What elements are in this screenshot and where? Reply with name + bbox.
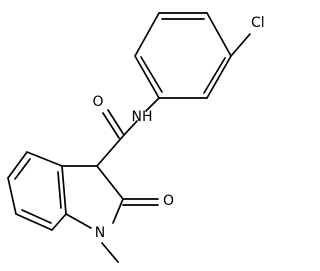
bond <box>206 55 232 99</box>
double-bond-inner <box>57 171 62 209</box>
double-bond-inner <box>203 57 226 94</box>
benzo-ring <box>7 151 67 231</box>
double-bond-inner <box>21 209 52 224</box>
atom-label-ring-n: N <box>95 225 105 241</box>
bond <box>96 165 124 200</box>
bond <box>15 213 53 231</box>
bond-c-cl <box>230 33 251 57</box>
bond-amide-co-double <box>102 112 120 139</box>
double-bond-inner <box>140 56 163 93</box>
bond <box>112 198 124 224</box>
bond <box>134 55 160 99</box>
lactam-ring <box>61 165 124 229</box>
bond-nh-carbonyl <box>123 120 138 136</box>
atom-label-nh: NH <box>132 109 153 125</box>
bond-ring-nh <box>145 97 160 112</box>
atom-label-cl: Cl <box>251 15 265 31</box>
double-bond-inner <box>14 158 31 180</box>
bond <box>7 177 17 215</box>
atom-label-lactam-o: O <box>163 193 174 209</box>
chlorophenyl-ring <box>134 12 232 99</box>
bond-amide-co <box>107 109 125 136</box>
bond-n-methyl <box>101 242 119 263</box>
bond <box>7 151 28 179</box>
atom-label-amide-o: O <box>92 94 103 110</box>
bond <box>26 151 63 167</box>
bond <box>51 213 67 231</box>
bond <box>65 213 92 229</box>
bond <box>61 165 67 215</box>
bond <box>134 12 160 57</box>
bond <box>206 12 232 57</box>
structure-diagram: Cl NH O O N <box>7 12 265 263</box>
bond-carbonyl-c3 <box>96 134 125 167</box>
